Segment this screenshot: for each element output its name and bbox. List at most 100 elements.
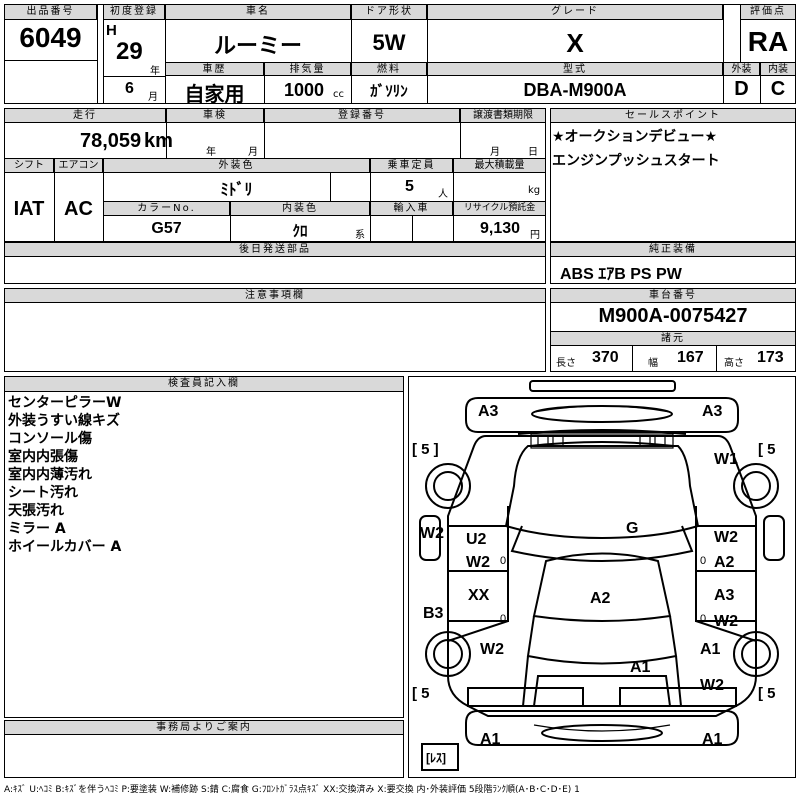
import-label: 輸入車 [370,201,453,216]
docs-month-unit: 月 [490,147,500,158]
ac-label: エアコン [54,158,103,173]
zero-mark: 0 [700,555,706,567]
mark-A3-left: A3 [478,403,499,420]
displacement-unit: cc [333,89,344,100]
mark-W2-left: W2 [420,525,444,542]
reg-month: 6 [125,80,134,97]
mark-A1-bumper-left: A1 [480,731,501,748]
later-parts-label: 後日発送部品 [4,242,546,257]
model: DBA-M900A [523,80,627,100]
interior-grade: C [770,78,786,100]
fuel: ｶﾞｿﾘﾝ [370,83,408,100]
chassis-number: M900A-0075427 [598,305,748,327]
mileage-label: 走行 [4,108,166,123]
height: 173 [757,349,784,366]
score-label: 評価点 [740,4,796,20]
length: 370 [592,349,619,366]
mark-W2-rear-right: W2 [700,677,724,694]
mileage: 78,059 [80,130,142,152]
tire-tread-front-right: [ 5 [758,441,776,458]
month-unit: 月 [148,92,158,103]
inspector-notes: センターピラーW 外装うすい線キズ コンソール傷 室内内張傷 室内内薄汚れ シー… [8,394,121,556]
mark-A3-right: A3 [702,403,723,420]
inspector-note: 天張汚れ [8,503,64,519]
history: 自家用 [184,84,245,106]
recycle-label: リサイクル預託金 [453,201,546,216]
door-label: ドア形状 [351,4,427,20]
score: RA [747,26,789,57]
chassis-label: 車台番号 [550,288,796,303]
sales-line-2: エンジンプッシュスタート [552,153,720,169]
spare-tire-note: [ﾚｽ] [426,751,446,765]
era: H [106,22,117,39]
mark-A1-rear-right: A1 [700,641,721,658]
lot-label: 出品番号 [4,4,97,20]
car-diagram: A3 A3 W1 W2 U2 W2 G W2 A2 XX A2 A3 W2 B3… [412,380,785,771]
docs-label: 譲渡書類期限 [460,108,546,123]
int-color-label: 内装色 [230,201,370,216]
mark-A1-rear: A1 [630,659,651,676]
car-name-label: 車名 [165,4,351,20]
displacement-label: 排気量 [264,62,351,76]
first-reg-label: 初度登録 [103,4,165,20]
sales-line-1: ★オークションデビュー★ [552,129,718,145]
mark-W2-rdoor: W2 [714,613,738,630]
color-label: 外装色 [103,158,370,173]
legend-line: A:ｷｽﾞ U:ﾍｺﾐ B:ｷｽﾞを伴うﾍｺﾐ P:要塗装 W:補修跡 S:錆 … [4,785,580,795]
model-label: 型式 [427,62,723,76]
notes-label: 注意事項欄 [4,288,546,303]
capacity-unit: 人 [438,189,448,200]
exterior-label: 外装 [723,62,760,76]
tire-tread-front-left: [ 5 ] [412,441,439,458]
grade: X [566,28,584,58]
vehicle-details-panel [4,108,546,242]
year-unit: 年 [150,66,160,77]
specs-label: 諸元 [550,331,796,346]
reg-year: 29 [116,38,143,65]
car-name: ルーミー [213,33,302,58]
zero-mark: 0 [500,555,506,567]
mark-W2-door: W2 [466,554,490,571]
mark-A2-roof: A2 [590,590,611,607]
exterior-grade: D [734,78,749,100]
recycle-unit: 円 [530,230,540,241]
mark-A3-rdoor: A3 [714,587,735,604]
inspector-note: 室内内薄汚れ [8,467,92,483]
interior-label: 内装 [760,62,796,76]
ac: AC [64,198,93,220]
max-load-label: 最大積載量 [453,158,546,173]
color-no-label: カラーNo. [103,201,230,216]
mark-W2-rear-left: W2 [480,641,504,658]
tire-tread-rear-right: [ 5 [758,685,776,702]
mark-U2: U2 [466,531,487,548]
zero-mark: 0 [500,613,506,625]
color: ﾐﾄﾞﾘ [220,182,253,199]
inspector-note: センターピラーW [8,395,122,411]
office-label: 事務局よりご案内 [4,720,404,735]
displacement: 1000 [284,80,325,100]
zero-mark: 0 [700,613,706,625]
inspector-note: 室内内張傷 [8,449,78,465]
mark-W1: W1 [714,451,738,468]
inspector-box [4,376,404,718]
header-panel [4,4,796,104]
equipment: ABS ｴｱB PS PW [560,266,682,283]
sales-points-label: セールスポイント [550,108,796,123]
mark-W2-right: W2 [714,529,738,546]
int-color: ｸﾛ [292,223,308,240]
inspection-label: 車検 [166,108,264,123]
history-label: 車歴 [165,62,264,76]
max-load-unit: kg [528,185,541,196]
height-label: 高さ [724,358,744,369]
damage-marks: A3 A3 W1 W2 U2 W2 G W2 A2 XX A2 A3 W2 B3… [420,403,738,748]
lot-number: 6049 [19,22,82,53]
reg-no-label: 登録番号 [264,108,460,123]
shift-label: シフト [4,158,54,173]
capacity: 5 [405,178,414,195]
color-no: G57 [151,220,182,237]
capacity-label: 乗車定員 [370,158,453,173]
inspector-note: ミラー A [8,521,66,537]
mark-G: G [626,520,638,537]
recycle-fee: 9,130 [480,220,521,237]
tire-tread-rear-left: [ 5 [412,685,430,702]
